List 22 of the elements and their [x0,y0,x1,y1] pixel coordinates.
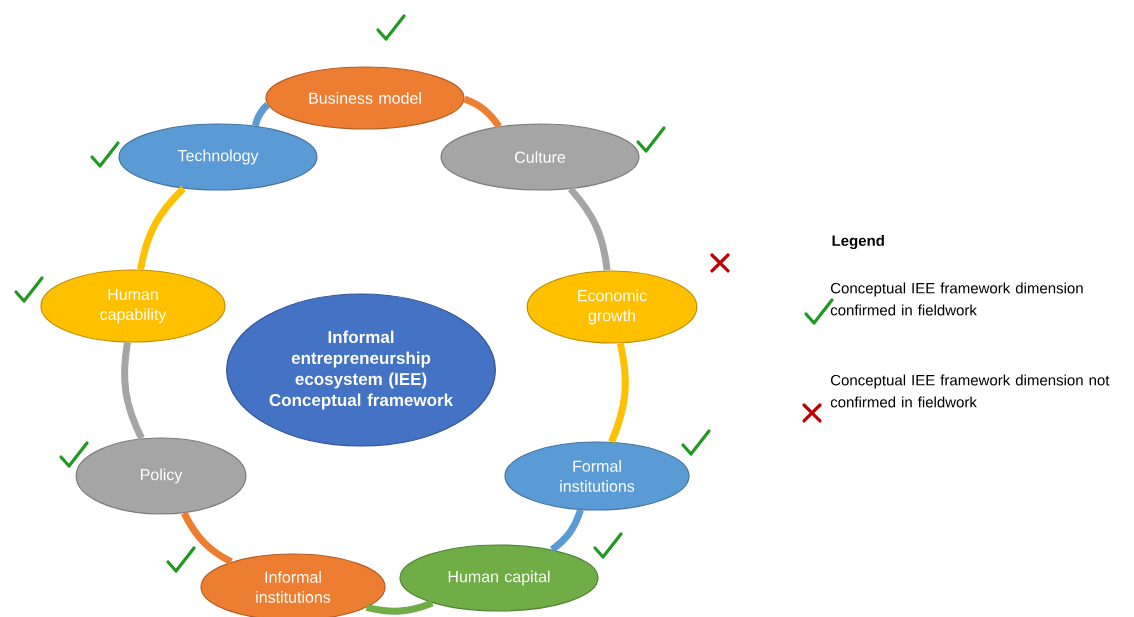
ring-connector [121,342,145,440]
ring-connector [181,511,233,565]
ellipse-node: Culture [440,123,640,191]
ellipse-node: Technology [118,123,318,191]
ellipse-node: Economic growth [526,270,698,344]
ellipse-node: Informal institutions [200,553,386,617]
legend-text: Conceptual IEE framework dimension confirmed in fieldwork [830,282,1083,316]
ellipse-node: Human capital [399,544,599,612]
ellipse-node: Human capability [40,269,226,343]
ellipse-node: Policy [75,437,247,515]
ring-connector [463,95,502,129]
ellipse-node: Business model [265,66,465,130]
ring-connector [365,599,434,615]
ring-connector [251,102,270,127]
ellipse-node: Formal institutions [504,441,690,511]
legend-text: Conceptual IEE framework dimension not confirmed in fieldwork [830,374,1110,408]
ring-connector [137,186,186,271]
legend-title: Legend [832,234,884,249]
ring-connector [550,508,584,553]
ring-connector [608,342,629,444]
ellipse-node: Informal entrepreneurship ecosystem (IEE) Conceptual framework [226,293,496,447]
ring-connector [567,186,611,271]
